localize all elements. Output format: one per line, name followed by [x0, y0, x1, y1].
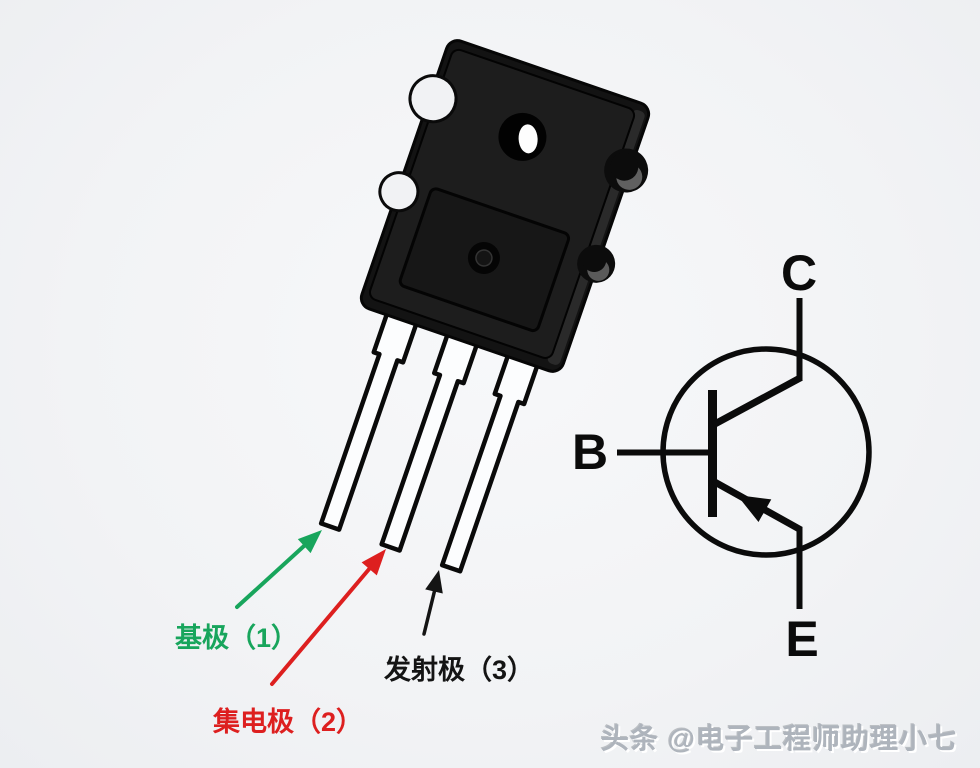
pin1-arrow [235, 530, 322, 609]
pin1-label: 基极（1） [175, 623, 299, 653]
package-lead-pin3 [439, 343, 543, 574]
package-notch-right-top [604, 148, 649, 193]
package-notch-left-bottom [378, 171, 420, 213]
pin3-arrow [422, 570, 443, 636]
base-terminal-label: B [571, 424, 609, 480]
transistor-schematic-symbol [617, 298, 872, 609]
transistor-package [318, 39, 651, 574]
watermark: 头条 @电子工程师助理小七 [600, 723, 957, 754]
package-notch-left-top [408, 74, 458, 124]
pin3-label: 发射极（3） [384, 655, 535, 685]
package-lead-pin1 [318, 301, 422, 532]
emitter-terminal-label: E [785, 611, 819, 667]
mounting-hole [498, 112, 547, 161]
pin2-arrow [270, 549, 386, 686]
collector-terminal-label: C [780, 245, 818, 301]
symbol-emitter-arrowhead [737, 495, 772, 522]
package-lead-pin2 [379, 322, 483, 553]
pin2-label: 集电极（2） [213, 707, 364, 737]
package-dimple [467, 241, 500, 274]
symbol-collector-diagonal [711, 374, 803, 429]
package-notch-right-bottom [577, 244, 616, 283]
